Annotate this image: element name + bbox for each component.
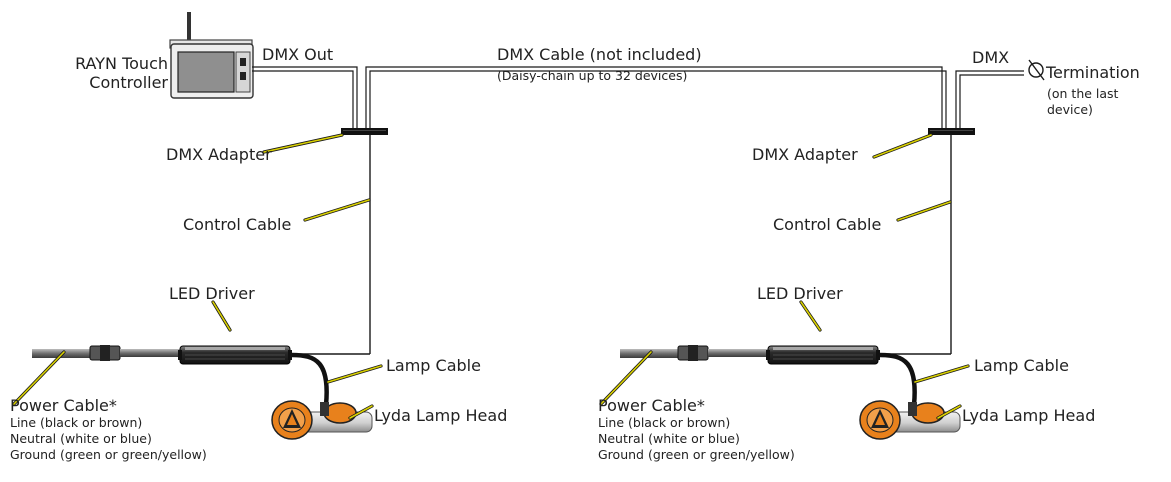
dmx-in-label: DMX — [972, 48, 1010, 67]
dmx-out-label: DMX Out — [262, 45, 334, 64]
leader-lines — [12, 133, 970, 420]
dmx-adapter-label-2: DMX Adapter — [752, 145, 858, 164]
lamp-cable-label-1: Lamp Cable — [386, 356, 481, 375]
termination-symbol — [1028, 59, 1045, 81]
termination-note-line1: (on the last — [1047, 86, 1119, 101]
dmx-adapter-2 — [928, 128, 975, 135]
lamp-cable-2 — [879, 352, 917, 406]
control-cable-label-2: Control Cable — [773, 215, 882, 234]
led-driver-2 — [766, 345, 880, 365]
termination-note-line2: device) — [1047, 102, 1093, 117]
rayn-touch-controller — [169, 12, 254, 99]
led-driver-label-2: LED Driver — [757, 284, 843, 303]
termination-label: Termination — [1046, 63, 1140, 82]
power-line-2: Line (black or brown) — [598, 415, 731, 430]
power-neutral-2: Neutral (white or blue) — [598, 431, 740, 446]
power-cable-info-1: Power Cable* Line (black or brown) Neutr… — [10, 396, 207, 463]
lamp-head-label-2: Lyda Lamp Head — [962, 406, 1096, 425]
lamp-head-label-1: Lyda Lamp Head — [374, 406, 508, 425]
dmx-bus-cables — [252, 66, 1024, 128]
touch-screen — [177, 51, 235, 93]
power-cable-title-2: Power Cable* — [598, 396, 705, 415]
power-neutral-1: Neutral (white or blue) — [10, 431, 152, 446]
unit-1 — [32, 128, 388, 440]
lyda-lamp-head-2 — [859, 400, 961, 440]
controller-label: RAYN Touch Controller — [40, 54, 168, 92]
dmx-adapter-label-1: DMX Adapter — [166, 145, 272, 164]
dmx-cable-label: DMX Cable (not included) — [497, 45, 702, 64]
lamp-cable-label-2: Lamp Cable — [974, 356, 1069, 375]
lyda-lamp-head-1 — [271, 400, 373, 440]
power-ground-1: Ground (green or green/yellow) — [10, 447, 207, 462]
power-line-1: Line (black or brown) — [10, 415, 143, 430]
controller-name-line2: Controller — [89, 73, 168, 92]
daisy-chain-note: (Daisy-chain up to 32 devices) — [497, 68, 688, 83]
led-driver-1 — [178, 345, 292, 365]
power-cable-title-1: Power Cable* — [10, 396, 117, 415]
control-cable-label-1: Control Cable — [183, 215, 292, 234]
termination-note: (on the last device) — [1047, 86, 1118, 118]
dmx-adapter-1 — [341, 128, 388, 135]
lamp-cable-1 — [291, 352, 329, 406]
controller-name-line1: RAYN Touch — [75, 54, 168, 73]
power-cable-info-2: Power Cable* Line (black or brown) Neutr… — [598, 396, 795, 463]
power-ground-2: Ground (green or green/yellow) — [598, 447, 795, 462]
led-driver-label-1: LED Driver — [169, 284, 255, 303]
